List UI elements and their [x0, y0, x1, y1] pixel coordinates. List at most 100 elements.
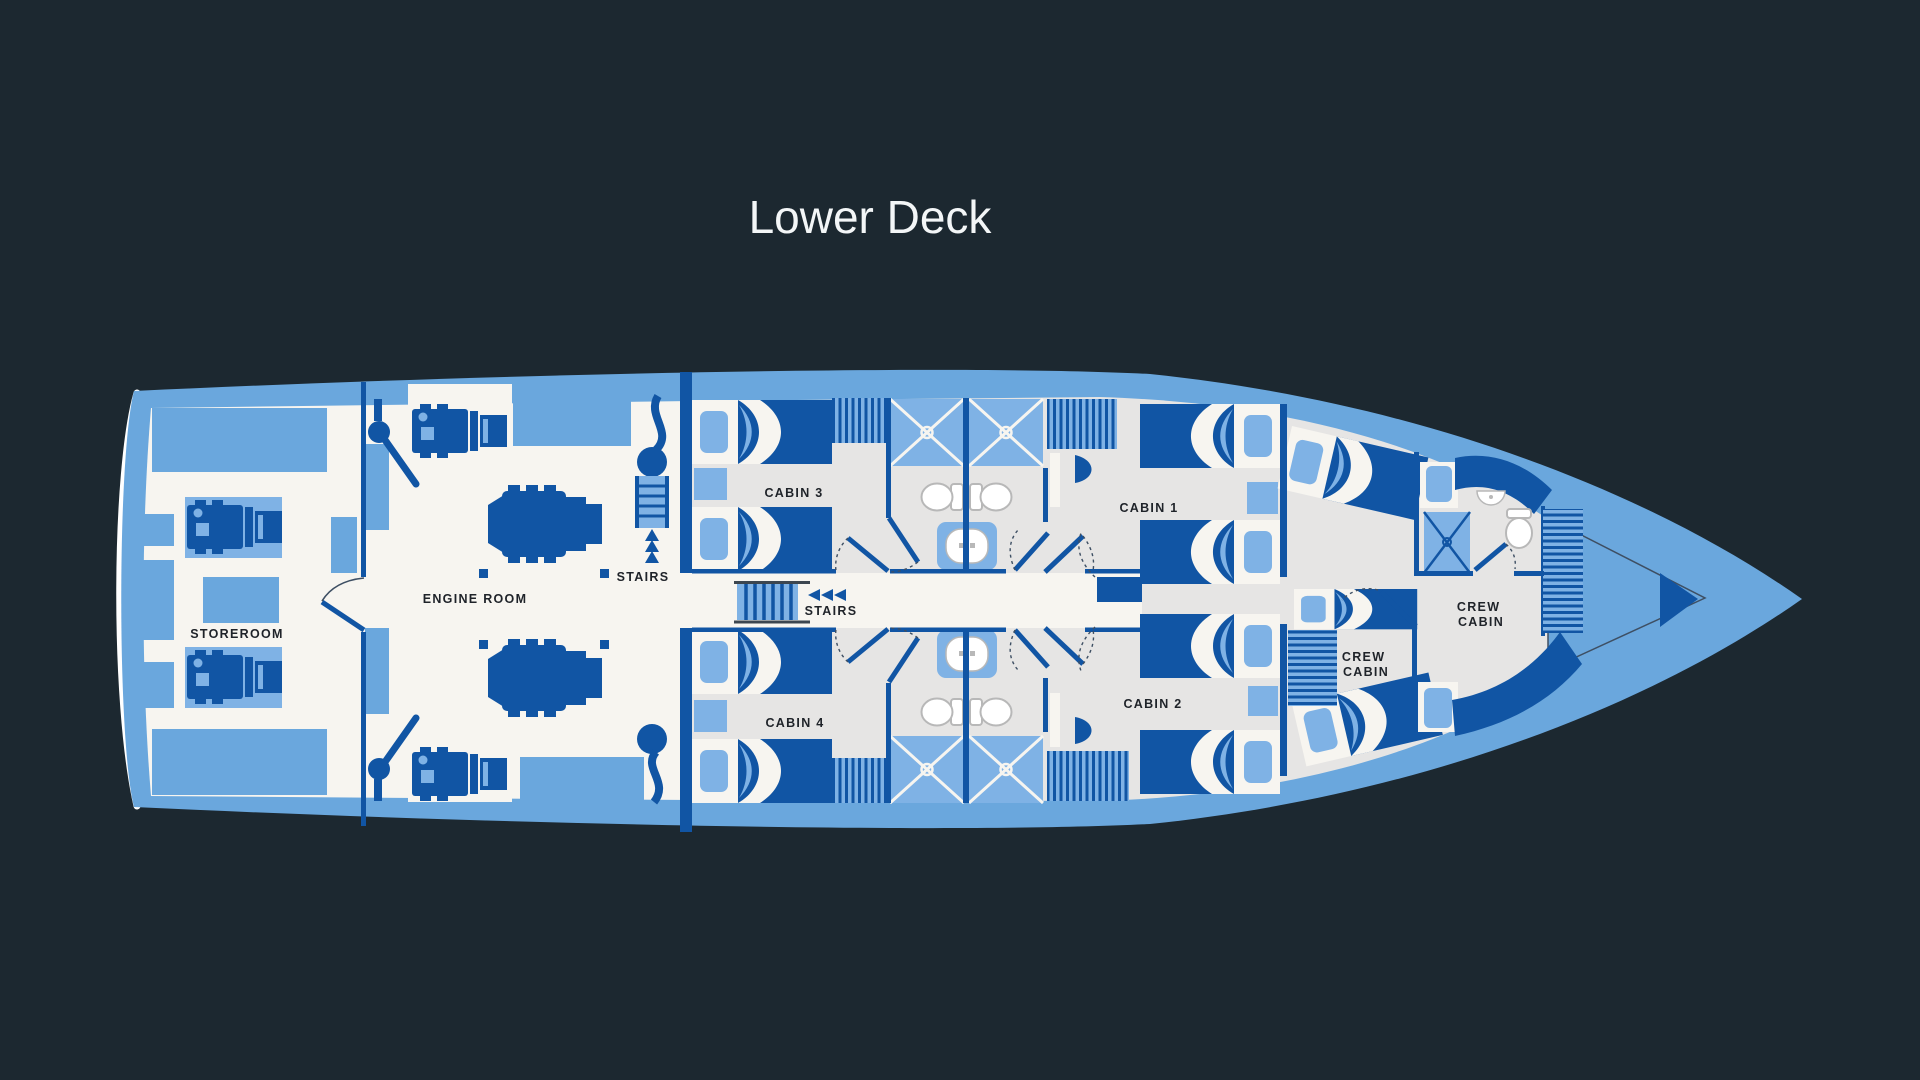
storeroom-shelf	[152, 408, 327, 472]
room-crew-cabin-bow	[1418, 455, 1582, 736]
engine-mount	[600, 640, 609, 649]
stair-rail-curve	[650, 393, 667, 453]
stair-landing	[637, 447, 667, 477]
room-cabin-2	[1140, 614, 1280, 794]
bathroom-wall	[1043, 678, 1048, 732]
engine-room-tank	[520, 757, 644, 801]
nightstand	[694, 468, 727, 500]
door-arc	[1082, 535, 1095, 572]
door-arc	[889, 627, 919, 639]
watertight-door-lever	[368, 399, 420, 488]
label-cabin-4: CABIN 4	[765, 716, 824, 730]
storeroom-shelf	[152, 729, 327, 795]
crew-wall	[1412, 626, 1417, 708]
nightstand	[1247, 482, 1278, 514]
bulkhead-engine	[680, 628, 692, 832]
crew-wall	[1514, 571, 1544, 576]
room-engine	[331, 384, 669, 805]
label-stairs-corridor: STAIRS	[805, 604, 858, 618]
bed	[692, 630, 832, 694]
bow-tip-block	[1660, 573, 1698, 627]
bulkhead-storeroom	[361, 632, 366, 826]
engine-mount	[479, 640, 488, 649]
label-cabin-1: CABIN 1	[1119, 501, 1178, 515]
toilet	[920, 482, 964, 512]
label-crew-cabin-bow: CREW CABIN	[1457, 600, 1505, 629]
door-arc	[1505, 543, 1516, 570]
corridor-wall	[890, 569, 1006, 574]
door-cabin-4	[846, 627, 890, 664]
cabin-wall	[886, 398, 891, 518]
bed	[692, 507, 832, 571]
corridor-wall	[692, 627, 836, 632]
bathroom-wall	[963, 398, 969, 573]
stair-rail	[734, 620, 810, 624]
pillow	[1424, 688, 1452, 728]
door-arc	[1082, 628, 1095, 665]
left-arrows-icon	[808, 589, 846, 601]
bed	[692, 400, 832, 464]
shower	[967, 734, 1045, 805]
corridor-wall	[1085, 569, 1142, 574]
closet	[832, 398, 887, 443]
label-crew-mid-line1: CREW	[1342, 650, 1385, 664]
corner-basin	[1075, 717, 1092, 744]
shower	[967, 397, 1045, 468]
toilet	[1505, 508, 1533, 549]
label-crew-mid-line2: CABIN	[1343, 665, 1389, 679]
door-arc	[834, 537, 849, 572]
stair-rail	[734, 581, 810, 584]
shower	[888, 734, 966, 805]
shower	[888, 397, 966, 468]
label-crew-cabin-mid: CREW CABIN	[1342, 650, 1390, 679]
door-storeroom	[320, 599, 366, 633]
engine-room-tank	[365, 444, 389, 530]
storeroom-crate	[203, 577, 279, 623]
bathroom-wall	[963, 628, 969, 803]
bath-recess	[1050, 693, 1060, 747]
crew-wall	[1414, 452, 1419, 573]
room-storeroom	[132, 408, 327, 795]
crew-wall	[1414, 571, 1473, 576]
closet	[1047, 399, 1117, 449]
up-arrows-icon	[645, 529, 659, 563]
bath-recess	[1050, 453, 1060, 507]
door-cabin-3	[846, 536, 890, 573]
label-crew-bow-line2: CABIN	[1458, 615, 1504, 629]
watertight-door-lever	[368, 714, 420, 801]
corridor-wall	[1085, 627, 1142, 632]
bow-ladder	[1543, 509, 1583, 633]
door-cabin-1	[1043, 534, 1085, 574]
door-arc	[1009, 629, 1019, 671]
engine-mount	[479, 569, 488, 578]
crew-wall-angled	[1379, 590, 1418, 628]
label-cabin-3: CABIN 3	[764, 486, 823, 500]
bathroom-wall	[1043, 468, 1048, 522]
label-cabin-2: CABIN 2	[1123, 697, 1182, 711]
storeroom-crate	[134, 560, 174, 640]
door-bath-4	[886, 636, 921, 684]
label-storeroom: STOREROOM	[190, 627, 283, 641]
toilet	[969, 697, 1013, 727]
door-arc	[834, 628, 849, 663]
engine-room-tank	[365, 628, 389, 714]
bulkhead-engine	[680, 372, 692, 573]
door-crew-bath	[1473, 542, 1508, 572]
bed	[692, 739, 832, 803]
room-crew-cabin-mid	[1277, 426, 1443, 767]
label-stairs-engine: STAIRS	[617, 570, 670, 584]
engine-room-stairs	[635, 393, 669, 563]
door-arc	[321, 577, 365, 602]
stair-steps	[639, 476, 665, 528]
label-engine-room: ENGINE ROOM	[423, 592, 528, 606]
bow-structure	[1541, 506, 1707, 672]
bed	[1140, 520, 1280, 584]
engine-mount	[600, 569, 609, 578]
bathrooms-mid	[888, 397, 1129, 805]
door-bath-2	[1013, 628, 1050, 669]
cabin-wall	[886, 683, 891, 803]
bed	[1140, 404, 1280, 468]
doors	[320, 516, 1516, 684]
